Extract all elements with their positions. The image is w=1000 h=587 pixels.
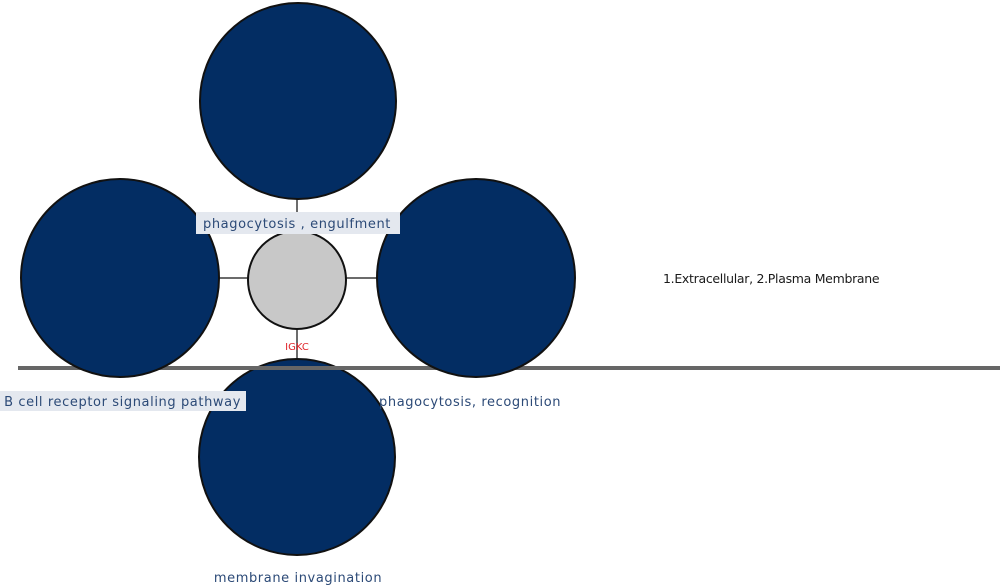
location-note: 1.Extracellular, 2.Plasma Membrane [663, 271, 880, 286]
term-label-bg-left [0, 391, 246, 411]
term-node-top[interactable] [199, 2, 397, 200]
term-node-bottom[interactable] [198, 358, 396, 556]
term-label-left: B cell receptor signaling pathway [4, 395, 241, 410]
term-label-bg-top [196, 212, 400, 234]
gene-node-center[interactable] [247, 230, 347, 330]
term-label-top: phagocytosis , engulfment [203, 217, 391, 232]
term-label-bottom: membrane invagination [214, 571, 382, 586]
gene-label: IGKC [285, 342, 309, 353]
term-node-right[interactable] [376, 178, 576, 378]
term-label-right: phagocytosis, recognition [379, 395, 561, 410]
term-node-left[interactable] [20, 178, 220, 378]
